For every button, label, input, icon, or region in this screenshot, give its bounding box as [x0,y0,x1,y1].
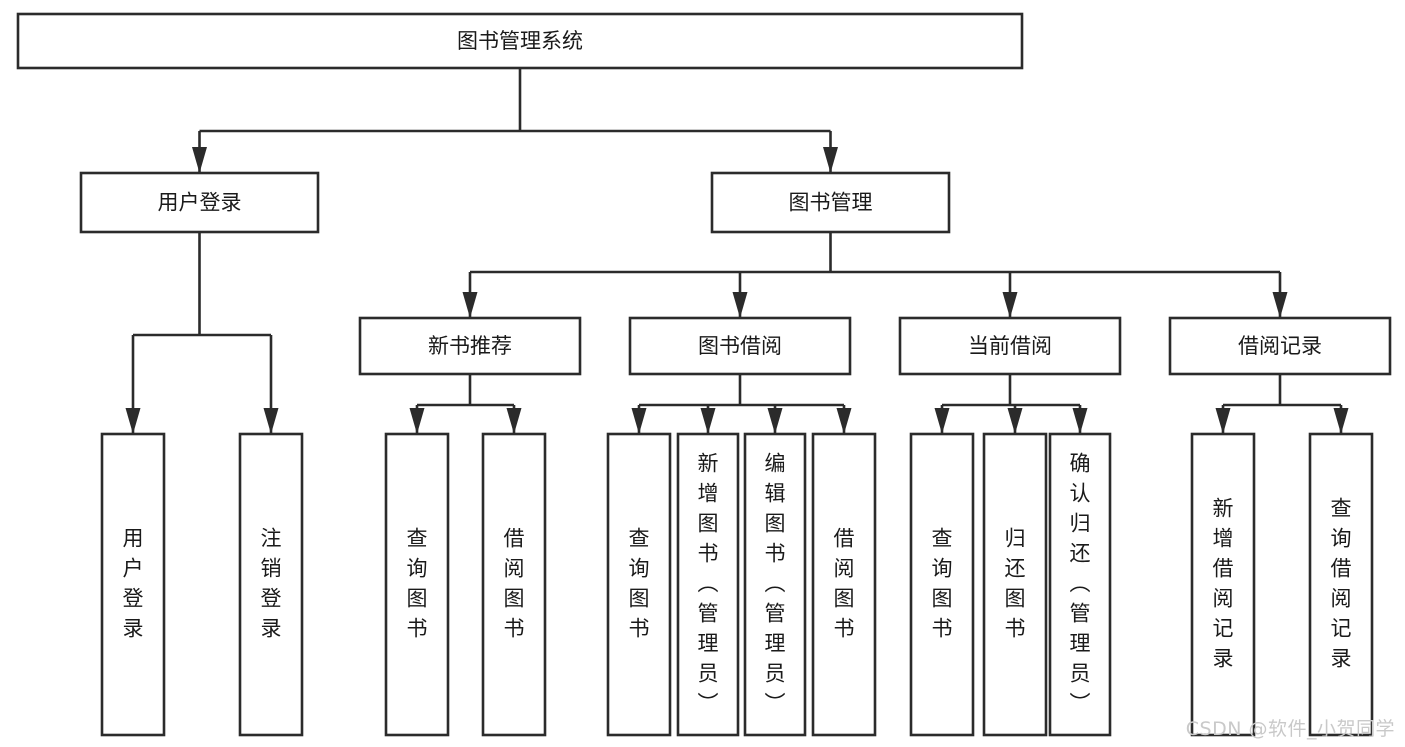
node-label-nbr-borrow-book: 借阅图书 [504,527,525,641]
node-box-cb-confirm-return[interactable] [1048,432,1112,737]
borrow-records-arrow-0 [1215,408,1231,434]
user-login-arrow-1 [263,408,279,434]
node-book-management[interactable]: 图书管理 [710,171,951,234]
nodes-layer: 图书管理系统用户登录用户登录注销登录图书管理新书推荐查询图书借阅图书图书借阅查询… [16,12,1392,737]
bookmgmt-arrow-3 [1272,292,1288,318]
node-box-br-add-record[interactable] [1190,432,1256,737]
node-bb-query-book[interactable]: 查询图书 [606,432,672,737]
node-box-bb-add-book[interactable] [676,432,740,737]
node-label-bb-add-book: 新增图书︵管理员︶ [698,452,719,716]
node-label-current-borrow: 当前借阅 [968,334,1052,358]
current-borrow-arrow-0 [934,408,950,434]
node-book-borrow[interactable]: 图书借阅 [628,316,852,376]
node-label-user-login: 用户登录 [158,191,242,215]
node-box-current-borrow[interactable] [898,316,1122,376]
node-label-nbr-query-book: 查询图书 [407,527,428,641]
node-br-add-record[interactable]: 新增借阅记录 [1190,432,1256,737]
node-box-book-management[interactable] [710,171,951,234]
root-arrow-0 [192,147,207,173]
node-bb-borrow-book[interactable]: 借阅图书 [811,432,877,737]
node-label-bb-borrow-book: 借阅图书 [834,527,855,641]
node-nbr-query-book[interactable]: 查询图书 [384,432,450,737]
book-borrow-arrow-0 [631,408,647,434]
connectors-layer [125,68,1349,434]
node-label-root: 图书管理系统 [457,29,583,53]
node-br-query-record[interactable]: 查询借阅记录 [1308,432,1374,737]
node-current-borrow[interactable]: 当前借阅 [898,316,1122,376]
current-borrow-arrow-2 [1072,408,1088,434]
node-box-user-login-leaf[interactable] [100,432,166,737]
node-label-br-add-record: 新增借阅记录 [1213,497,1234,671]
node-box-bb-edit-book[interactable] [743,432,807,737]
book-borrow-arrow-3 [836,408,852,434]
node-cb-query-book[interactable]: 查询图书 [909,432,975,737]
user-login-arrow-0 [125,408,141,434]
node-new-book-recommend[interactable]: 新书推荐 [358,316,582,376]
book-borrow-arrow-1 [700,408,716,434]
new-book-recommend-arrow-1 [506,408,522,434]
csdn-watermark: CSDN @软件_小贺同学 [1185,718,1395,740]
node-label-bb-query-book: 查询图书 [629,527,650,641]
new-book-recommend-arrow-0 [409,408,425,434]
node-label-book-borrow: 图书借阅 [698,334,782,358]
current-borrow-arrow-1 [1007,408,1023,434]
node-label-cb-query-book: 查询图书 [932,527,953,641]
node-box-bb-borrow-book[interactable] [811,432,877,737]
node-box-cb-query-book[interactable] [909,432,975,737]
node-box-root[interactable] [16,12,1024,70]
node-label-br-query-record: 查询借阅记录 [1331,497,1352,671]
bookmgmt-arrow-1 [732,292,748,318]
node-label-user-login-leaf: 用户登录 [123,527,144,641]
node-label-bb-edit-book: 编辑图书︵管理员︶ [765,452,786,716]
root-arrow-1 [823,147,838,173]
node-cb-confirm-return[interactable]: 确认归还︵管理员︶ [1048,432,1112,737]
node-borrow-records[interactable]: 借阅记录 [1168,316,1392,376]
node-user-login[interactable]: 用户登录 [79,171,320,234]
node-box-new-book-recommend[interactable] [358,316,582,376]
bookmgmt-arrow-2 [1002,292,1018,318]
node-bb-edit-book[interactable]: 编辑图书︵管理员︶ [743,432,807,737]
node-label-cb-confirm-return: 确认归还︵管理员︶ [1070,452,1091,716]
node-box-book-borrow[interactable] [628,316,852,376]
book-borrow-arrow-2 [767,408,783,434]
node-cb-return-book[interactable]: 归还图书 [982,432,1048,737]
node-box-borrow-records[interactable] [1168,316,1392,376]
node-label-borrow-records: 借阅记录 [1238,334,1322,358]
node-user-login-leaf[interactable]: 用户登录 [100,432,166,737]
bookmgmt-arrow-0 [462,292,478,318]
node-box-bb-query-book[interactable] [606,432,672,737]
node-box-br-query-record[interactable] [1308,432,1374,737]
node-box-nbr-query-book[interactable] [384,432,450,737]
node-root[interactable]: 图书管理系统 [16,12,1024,70]
node-user-logout-leaf[interactable]: 注销登录 [238,432,304,737]
borrow-records-arrow-1 [1333,408,1349,434]
node-label-user-logout-leaf: 注销登录 [261,527,282,641]
node-label-cb-return-book: 归还图书 [1005,527,1026,641]
node-label-book-management: 图书管理 [789,191,873,215]
node-box-user-logout-leaf[interactable] [238,432,304,737]
node-label-new-book-recommend: 新书推荐 [428,334,512,358]
node-box-nbr-borrow-book[interactable] [481,432,547,737]
node-nbr-borrow-book[interactable]: 借阅图书 [481,432,547,737]
node-bb-add-book[interactable]: 新增图书︵管理员︶ [676,432,740,737]
node-box-user-login[interactable] [79,171,320,234]
node-box-cb-return-book[interactable] [982,432,1048,737]
